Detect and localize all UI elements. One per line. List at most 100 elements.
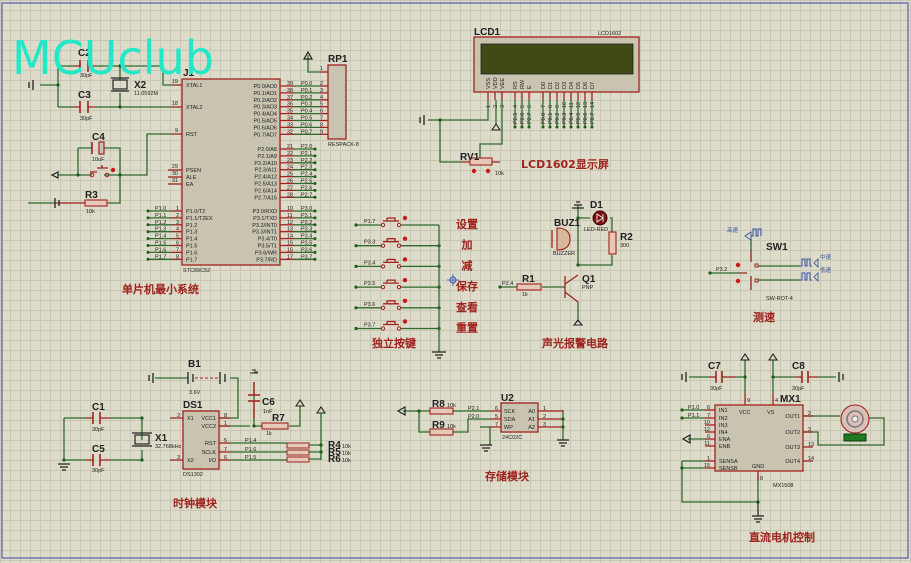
lcd-net-label: P0.7 (590, 113, 596, 124)
pin-name: IN2 (719, 416, 728, 422)
pin-name: ENA (719, 437, 731, 443)
speed-section: P3.2 SW1 SW-ROT-4 高速 中速 低速 测速 (708, 226, 832, 324)
pin-number: 28 (287, 192, 293, 198)
reset-circuit: C4 10uF R3 10k (28, 132, 172, 215)
net-terminal (562, 125, 566, 129)
ground-icon (28, 80, 34, 90)
lcd-val: LCD1602 (598, 31, 621, 37)
net-terminal (146, 230, 150, 234)
net-terminal (146, 257, 150, 261)
led-red[interactable] (592, 210, 608, 226)
eeprom-chip[interactable] (500, 402, 539, 433)
pin-number: 7 (176, 247, 179, 253)
lcd-net-label: P2.7 (527, 113, 533, 124)
pin-name: EA (186, 182, 194, 188)
q1-val: PNP (582, 285, 594, 291)
motor-driver-chip[interactable] (714, 404, 804, 472)
net-terminal (583, 125, 587, 129)
x1-val: 32.768kHz (155, 444, 182, 450)
key-function-label: 加 (461, 238, 473, 252)
net-label: P1.7 (155, 254, 166, 260)
pin-name: XTAL2 (186, 105, 202, 111)
pin-number: 6 (707, 434, 710, 440)
mcu-ref: J1 (183, 68, 195, 79)
lcd-net-label: P0.1 (548, 113, 554, 124)
key-button[interactable]: P3.5 (354, 277, 441, 290)
pin-name: SENSA (719, 459, 738, 465)
buzzer[interactable] (556, 227, 571, 251)
pin-number: 18 (172, 101, 178, 107)
lcd-pin-name: RS (513, 81, 519, 89)
key-net-label: P3.5 (364, 281, 375, 287)
pin-name: ENB (719, 444, 731, 450)
x2-val: 11.0592M (134, 91, 158, 97)
mcu-chip[interactable] (181, 78, 281, 266)
pin-number: 1 (224, 421, 227, 427)
net-terminal (146, 216, 150, 220)
section-title-speed: 测速 (753, 310, 775, 324)
net-terminal (146, 209, 150, 213)
key-button[interactable]: P3.4 (354, 257, 441, 269)
pin-number: 12 (287, 220, 293, 226)
lcd-section: LCD1 LCD1602 VSS1VDD2VEE3RS4P2.5RW5P2.6E… (419, 27, 640, 177)
lcd-pin-number: 9 (555, 105, 561, 108)
pin-name: P0.0/AD0 (253, 84, 277, 90)
pin-number: 7 (707, 413, 710, 419)
r6-ref: R6 (328, 454, 341, 465)
pin-name: P2.0/A8 (257, 147, 277, 153)
net-terminal (313, 209, 317, 213)
u2-val: 24C02C (502, 435, 522, 441)
rtc-chip[interactable] (182, 410, 220, 470)
c6-val: 1nF (263, 409, 273, 415)
key-button[interactable]: P3.6 (354, 298, 441, 310)
pin-number: 33 (287, 122, 293, 128)
net-label: P2.0 (468, 414, 479, 420)
key-button[interactable]: P3.3 (354, 236, 441, 248)
pin-name: VCC2 (201, 424, 216, 430)
sw1-ref: SW1 (766, 242, 788, 253)
pin-name: GND (752, 464, 764, 470)
pin-name: P3.3/INT1 (252, 230, 277, 236)
resistor-pack[interactable] (327, 64, 347, 140)
net-label: P2.1 (468, 406, 479, 412)
net-label: P2.4 (301, 172, 312, 178)
pin-name: OUT4 (785, 459, 800, 465)
net-label: P1.6 (245, 447, 256, 453)
pin-name: A1 (528, 417, 535, 423)
motor-section: IN16P1.0IN27P1.1IN310IN412ENA6ENB11SENSA… (680, 353, 885, 544)
pin-name: ALE (186, 175, 197, 181)
net-label: P2.0 (301, 144, 312, 150)
net-terminal (313, 182, 317, 185)
pin-number: 16 (287, 247, 293, 253)
key-button[interactable]: P1.7 (354, 215, 439, 228)
r2-val: 300 (620, 243, 629, 249)
pin-number: 3 (320, 88, 323, 94)
net-label: P2.7 (301, 192, 312, 198)
key-button[interactable]: P3.7 (354, 319, 441, 331)
pin-number: 13 (808, 442, 814, 448)
d1-val: LED-RED (584, 227, 608, 233)
pin-number: 38 (287, 88, 293, 94)
pin-name: P0.2/AD2 (253, 98, 277, 104)
net-terminal (313, 244, 317, 247)
lcd-pin-number: 7 (541, 105, 547, 108)
dc-motor[interactable] (840, 404, 870, 442)
key-net-label: P3.7 (364, 323, 375, 329)
b1-val: 3.6V (189, 390, 201, 396)
pin-name: OUT3 (785, 445, 800, 451)
buz1-ref: BUZ1 (554, 218, 581, 229)
pin-number: 8 (320, 122, 323, 128)
pin-number: 7 (495, 422, 498, 428)
section-title-clock: 时钟模块 (173, 496, 218, 510)
c3-val: 30pF (80, 116, 93, 122)
net-terminal (313, 154, 317, 158)
net-terminal (520, 125, 524, 129)
c3-ref: C3 (78, 90, 91, 101)
lcd-pin-name: VDD (493, 77, 499, 89)
lcd-pin-name: D7 (590, 82, 596, 89)
generator-mid-label: 中速 (820, 253, 832, 261)
